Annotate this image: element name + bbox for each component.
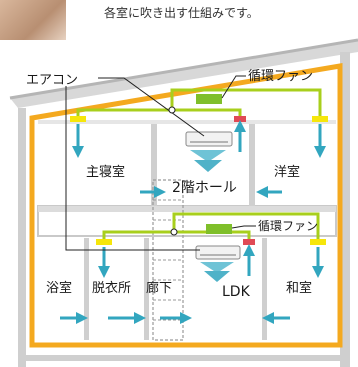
house-structure <box>9 38 358 367</box>
room-ldk: LDK <box>222 284 251 300</box>
room-japanese: 和室 <box>286 280 312 296</box>
room-western: 洋室 <box>274 164 300 180</box>
vent-return-upper <box>234 116 246 122</box>
vent-dressing-room <box>96 239 112 245</box>
aircon-upper-outflow <box>190 150 226 172</box>
room-bathroom: 浴室 <box>46 280 72 296</box>
photo-thumbnail <box>0 0 66 40</box>
lower-fan-box <box>206 224 232 234</box>
upper-fan-box <box>196 94 222 104</box>
vent-return-lower <box>243 239 255 245</box>
room-hallway: 廊下 <box>146 280 172 296</box>
room-hall-2f: 2階ホール <box>172 180 237 196</box>
lower-duct <box>102 212 320 240</box>
aircon-upper <box>185 131 233 147</box>
room-master-bedroom: 主寝室 <box>86 164 125 180</box>
aircon-lower <box>195 245 241 260</box>
caption-text: 各室に吹き出す仕組みです。 <box>104 6 259 20</box>
label-aircon: エアコン <box>26 73 78 88</box>
label-fan-upper: 循環ファン <box>248 69 313 84</box>
room-dressing: 脱衣所 <box>92 280 131 296</box>
vent-master-bedroom <box>70 116 86 122</box>
upper-duct <box>76 88 322 117</box>
leader-lines <box>65 75 256 251</box>
vent-japanese-room <box>310 239 326 245</box>
flow-arrows <box>60 120 326 324</box>
vent-western-room <box>312 116 328 122</box>
aircon-lower-outflow <box>200 262 234 282</box>
label-fan-lower: 循環ファン <box>258 219 318 233</box>
